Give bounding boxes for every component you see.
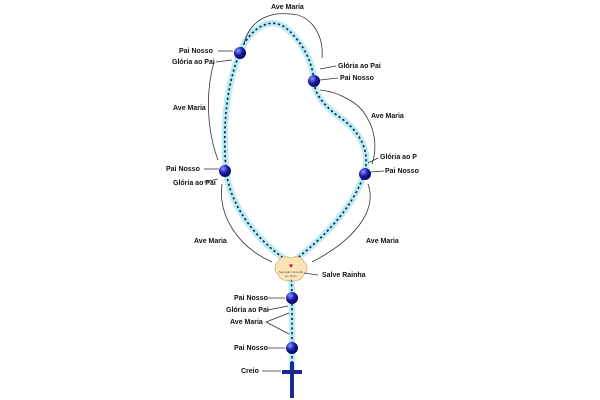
cross-icon xyxy=(282,362,302,398)
label-ave-maria-top: Ave Maria xyxy=(271,4,304,11)
leader-ave-maria-tail-a xyxy=(265,312,290,323)
bracket-ave-maria-top xyxy=(243,13,323,59)
medal-shape xyxy=(274,256,308,282)
bracket-ave-maria-right-top xyxy=(319,89,376,165)
label-ave-maria-left: Ave Maria xyxy=(173,105,206,112)
label-pai-nosso-6: Pai Nosso xyxy=(234,345,268,352)
bead-pai-nosso-1 xyxy=(234,47,246,59)
chain-loop xyxy=(221,20,370,267)
label-ave-maria-right-top: Ave Maria xyxy=(371,113,404,120)
leader-salve-rainha xyxy=(303,272,319,276)
leader-gloria-2 xyxy=(319,65,337,70)
cross-shape xyxy=(282,362,302,398)
label-pai-nosso-2: Pai Nosso xyxy=(340,75,374,82)
leader-gloria-3 xyxy=(367,157,379,164)
label-gloria-2: Glória ao Pai xyxy=(338,63,381,70)
label-gloria-5: Glória ao Pai xyxy=(226,307,269,314)
label-pai-nosso-3: Pai Nosso xyxy=(385,168,419,175)
bead-pai-nosso-6 xyxy=(286,342,298,354)
bead-pai-nosso-4 xyxy=(359,168,371,180)
label-gloria-3: Glória ao P xyxy=(380,154,417,161)
leader-gloria-4 xyxy=(203,178,219,183)
annotation-lines xyxy=(203,13,385,372)
label-pai-nosso-1: Pai Nosso xyxy=(179,48,213,55)
leader-pai-nosso-3 xyxy=(370,170,385,173)
label-pai-nosso-4: Pai Nosso xyxy=(166,166,200,173)
leader-gloria-5 xyxy=(267,305,289,311)
bead-pai-nosso-5 xyxy=(286,292,298,304)
bead-pai-nosso-3 xyxy=(219,165,231,177)
bead-pai-nosso-2 xyxy=(308,75,320,87)
labels: Ave Maria Pai Nosso Glória ao Pai Glória… xyxy=(166,4,419,375)
label-ave-maria-lower-left: Ave Maria xyxy=(194,238,227,245)
medal: ♥ Sagrado Coração de Jesus xyxy=(274,256,308,282)
label-gloria-1: Glória ao Pai xyxy=(172,59,215,66)
label-gloria-4: Glória ao Pai xyxy=(173,180,216,187)
chain-tail-beads xyxy=(290,264,293,368)
medal-line-2: de Jesus xyxy=(285,274,297,278)
leader-ave-maria-tail-b xyxy=(265,321,290,335)
leader-gloria-1 xyxy=(215,59,233,63)
medal-line-1: Sagrado Coração xyxy=(279,270,304,274)
label-salve-rainha: Salve Rainha xyxy=(322,272,366,279)
label-creio: Creio xyxy=(241,368,259,375)
chain-loop-beads xyxy=(223,22,367,264)
large-beads xyxy=(219,47,371,354)
label-pai-nosso-5: Pai Nosso xyxy=(234,295,268,302)
bracket-ave-maria-lower-left xyxy=(221,183,273,263)
medal-heart-icon: ♥ xyxy=(289,263,293,270)
bracket-ave-maria-left xyxy=(208,61,219,161)
bracket-ave-maria-lower-right xyxy=(311,183,371,263)
leader-pai-nosso-2 xyxy=(319,77,339,81)
label-ave-maria-tail: Ave Maria xyxy=(230,319,263,326)
label-ave-maria-lower-right: Ave Maria xyxy=(366,238,399,245)
